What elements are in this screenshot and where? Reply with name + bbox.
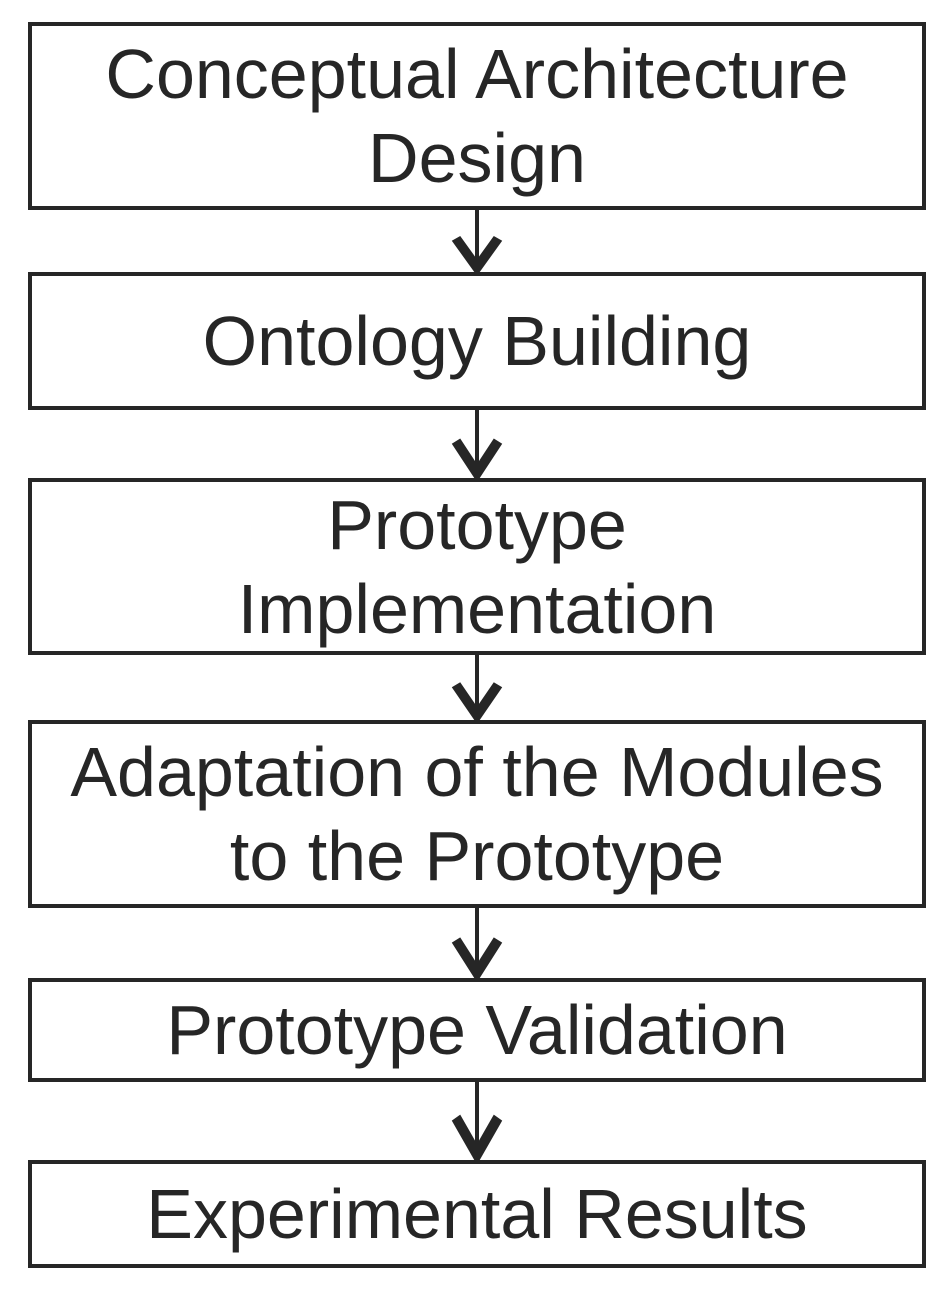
flow-node-prototype-implementation: Prototype Implementation	[28, 478, 926, 655]
flow-node-label: Prototype Implementation	[237, 485, 717, 648]
flow-node-label: Ontology Building	[202, 302, 752, 380]
flow-node-conceptual-architecture-design: Conceptual Architecture Design	[28, 22, 926, 210]
flowchart: Conceptual Architecture Design Ontology …	[28, 22, 926, 1268]
flow-node-prototype-validation: Prototype Validation	[28, 978, 926, 1082]
flow-node-adaptation-of-modules: Adaptation of the Modules to the Prototy…	[28, 720, 926, 908]
down-arrow-icon	[447, 908, 507, 978]
flow-node-label: Prototype Validation	[166, 991, 788, 1069]
down-arrow-icon	[447, 655, 507, 720]
down-arrow-icon	[447, 1082, 507, 1160]
flow-node-experimental-results: Experimental Results	[28, 1160, 926, 1268]
flow-node-label: Adaptation of the Modules to the Prototy…	[70, 733, 884, 895]
flow-node-label: Experimental Results	[146, 1175, 808, 1253]
down-arrow-icon	[447, 410, 507, 478]
flow-node-label: Conceptual Architecture Design	[105, 35, 849, 197]
flow-node-ontology-building: Ontology Building	[28, 272, 926, 410]
down-arrow-icon	[447, 210, 507, 272]
